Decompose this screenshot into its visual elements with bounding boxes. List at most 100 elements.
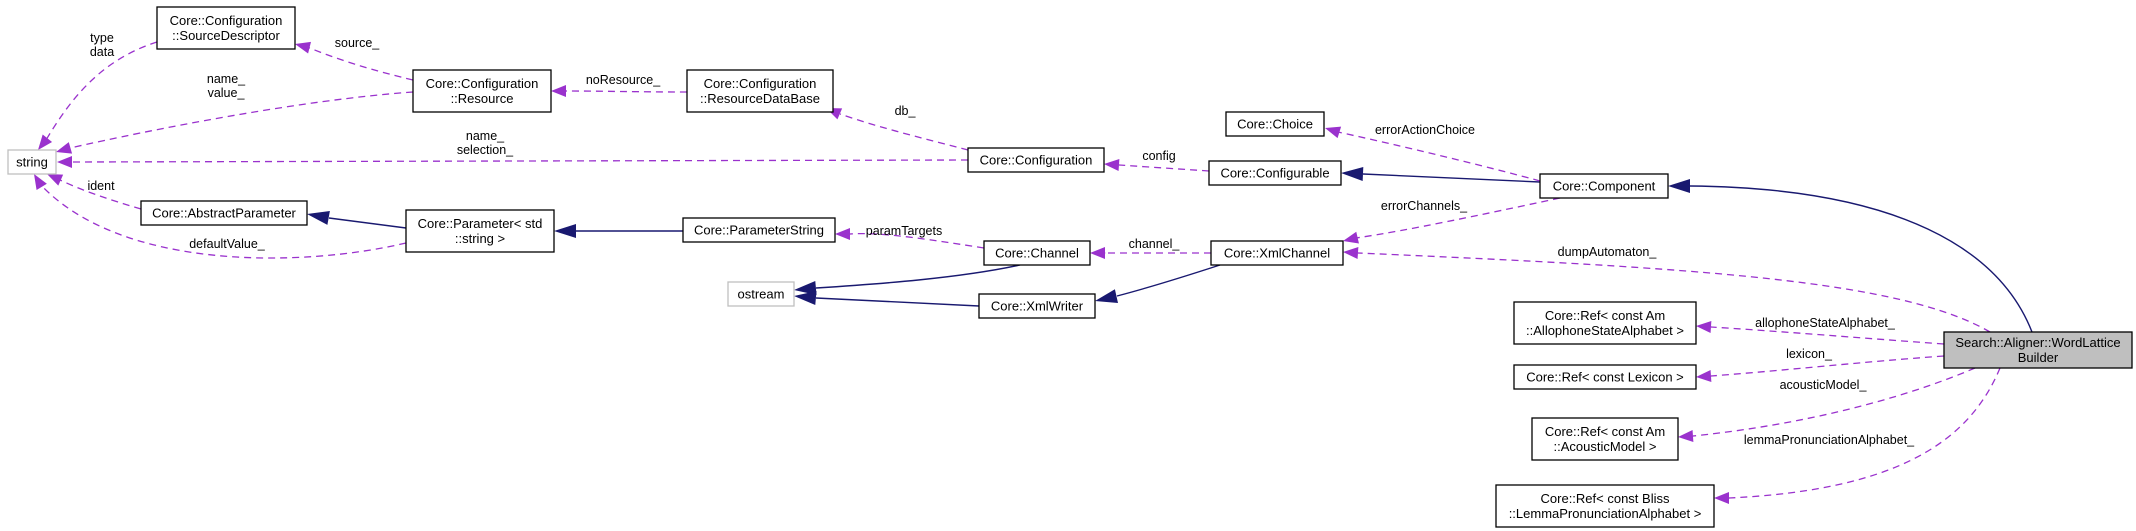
member-arrowhead [295, 41, 312, 54]
class-node-ostream[interactable]: ostream [727, 281, 795, 307]
class-name-line: Core::Configuration [170, 13, 283, 28]
inheritance-arrowhead [1095, 289, 1119, 303]
member-arrowhead [56, 142, 73, 154]
edge-line [1116, 264, 1221, 297]
inheritance-arrowhead [554, 224, 576, 238]
class-node-source-descriptor[interactable]: Core::Configuration::SourceDescriptor [156, 6, 296, 50]
class-box [405, 209, 555, 253]
edge-line [39, 183, 407, 259]
edge-component-to-configurable [1341, 167, 1541, 183]
inheritance-arrowhead [1668, 179, 1690, 193]
edge-resourcedatabase-noresource [551, 85, 688, 97]
class-name-line: Core::Choice [1237, 117, 1313, 132]
edge-builder-lexicon [1696, 355, 1945, 382]
edge-xmlwriter-to-ostream [794, 291, 980, 307]
member-arrowhead [47, 174, 64, 186]
edge-line [306, 46, 414, 81]
class-box [1208, 160, 1342, 186]
edge-builder-dumpautomaton [1343, 247, 1991, 333]
class-name-line: Builder [2018, 350, 2059, 365]
edge-label-db: db_ [895, 104, 917, 118]
class-node-resource-data-base[interactable]: Core::Configuration::ResourceDataBase [686, 69, 834, 113]
edge-label-name-value: value_ [208, 86, 246, 100]
class-node-ref-acoustic[interactable]: Core::Ref< const Am::AcousticModel > [1531, 417, 1679, 461]
class-box [1943, 331, 2133, 369]
edge-line [71, 159, 969, 163]
inheritance-arrowhead [794, 281, 817, 295]
edge-configurable-config [1104, 159, 1210, 172]
class-node-channel[interactable]: Core::Channel [983, 240, 1091, 266]
edge-line [45, 41, 158, 141]
class-node-component[interactable]: Core::Component [1539, 173, 1669, 199]
edge-line [839, 113, 969, 151]
inheritance-arrowhead [1341, 167, 1364, 181]
edge-line [815, 297, 980, 307]
edge-label-allophonestatealphabet: allophoneStateAlphabet_ [1755, 316, 1896, 330]
edge-line [1355, 197, 1561, 239]
class-name-line: ostream [738, 287, 785, 302]
class-box [156, 6, 296, 50]
edge-label-source: source_ [335, 36, 381, 50]
inheritance-arrowhead [307, 211, 330, 225]
edge-line [1357, 252, 1991, 333]
class-name-line: Core::Configurable [1220, 166, 1329, 181]
class-node-xml-channel[interactable]: Core::XmlChannel [1210, 240, 1344, 266]
edge-label-type-data: type [90, 31, 114, 45]
edge-label-channel: channel_ [1129, 237, 1181, 251]
edge-line [849, 232, 985, 249]
class-box [1225, 111, 1325, 137]
class-box [140, 200, 308, 226]
class-name-line: ::Resource [451, 91, 514, 106]
class-name-line: ::AllophoneStateAlphabet > [1526, 323, 1684, 338]
edge-line [1362, 173, 1541, 183]
edge-parameter-string-to-parameter [554, 224, 683, 238]
edge-line [1689, 185, 2033, 333]
edge-builder-allophonestatealphabet [1696, 321, 1945, 345]
edge-label-acousticmodel: acousticModel_ [1780, 378, 1868, 392]
class-name-line: Core::Configuration [704, 76, 817, 91]
class-node-ref-lemma[interactable]: Core::Ref< const Bliss::LemmaPronunciati… [1495, 484, 1715, 528]
class-node-choice[interactable]: Core::Choice [1225, 111, 1325, 137]
edge-line [1710, 355, 1945, 377]
class-node-parameter-string[interactable]: Core::ParameterString [682, 217, 836, 243]
member-arrowhead [1343, 231, 1359, 244]
edge-label-name-value: name_ [207, 72, 246, 86]
member-arrowhead [551, 85, 566, 97]
class-box [1513, 364, 1697, 390]
member-arrowhead [1696, 321, 1712, 333]
edge-builder-to-component [1668, 179, 2033, 333]
class-node-abstract-parameter[interactable]: Core::AbstractParameter [140, 200, 308, 226]
class-name-line: Core::Ref< const Lexicon > [1526, 370, 1684, 385]
class-box [727, 281, 795, 307]
edge-line [1692, 367, 1976, 437]
edge-component-errorchannels [1343, 197, 1561, 244]
edge-label-erroractionchoice: errorActionChoice [1375, 123, 1475, 137]
edge-parameter-defaultvalue [34, 174, 407, 259]
class-node-parameter[interactable]: Core::Parameter< std::string > [405, 209, 555, 253]
class-node-configuration[interactable]: Core::Configuration [967, 147, 1105, 173]
class-node-configurable[interactable]: Core::Configurable [1208, 160, 1342, 186]
member-arrowhead [34, 174, 47, 190]
member-arrowhead [57, 156, 72, 168]
edge-line [69, 91, 414, 149]
member-arrowhead [1325, 126, 1342, 139]
edge-resource-source [295, 41, 414, 81]
class-node-xml-writer[interactable]: Core::XmlWriter [978, 293, 1096, 319]
class-node-resource[interactable]: Core::Configuration::Resource [412, 69, 552, 113]
class-node-ref-allophone[interactable]: Core::Ref< const Am::AllophoneStateAlpha… [1513, 301, 1697, 345]
class-name-line: ::SourceDescriptor [172, 28, 280, 43]
member-arrowhead [1696, 370, 1712, 382]
class-name-line: Core::Ref< const Am [1545, 308, 1665, 323]
class-box [1539, 173, 1669, 199]
class-node-string[interactable]: string [7, 149, 57, 175]
edge-channel-to-ostream [794, 264, 1021, 295]
class-name-line: Core::Ref< const Am [1545, 424, 1665, 439]
edge-builder-acousticmodel [1678, 367, 1976, 442]
class-name-line: Core::ParameterString [694, 223, 824, 238]
class-name-line: Core::Channel [995, 246, 1079, 261]
class-node-ref-lexicon[interactable]: Core::Ref< const Lexicon > [1513, 364, 1697, 390]
inheritance-arrowhead [794, 291, 817, 305]
class-box [1531, 417, 1679, 461]
